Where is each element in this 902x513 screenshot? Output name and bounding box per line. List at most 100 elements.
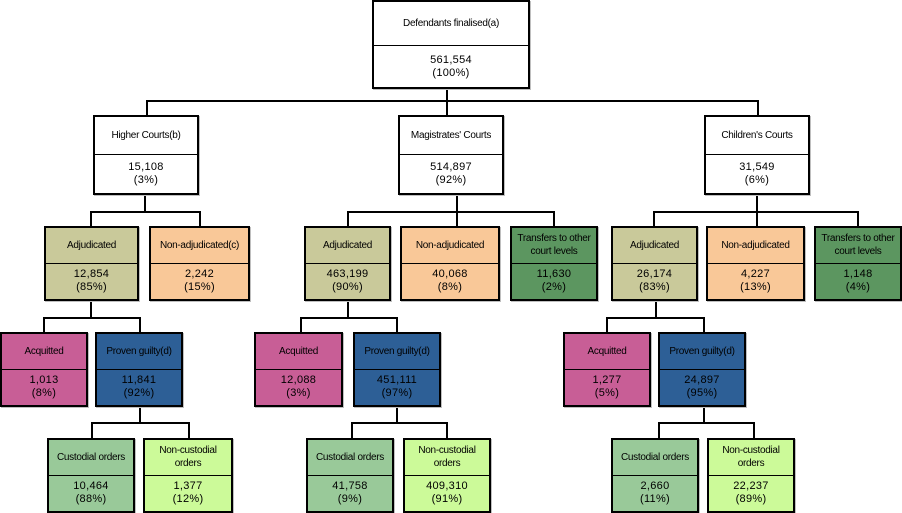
node-childrens-proven-guilty: Proven guilty(d) 24,897(95%) [658, 332, 746, 407]
connector [91, 422, 190, 424]
node-percent: (92%) [123, 387, 155, 400]
node-label: Adjudicated [306, 228, 389, 264]
node-percent: (9%) [337, 493, 363, 506]
node-percent: (92%) [435, 174, 467, 186]
node-percent: (100%) [432, 66, 470, 79]
connector [144, 194, 146, 212]
node-childrens-transfers: Transfers to other court levels 1,148(4%… [814, 226, 902, 301]
connector [446, 100, 448, 116]
connector [351, 422, 353, 439]
connector [90, 300, 92, 318]
node-childrens-courts: Children's Courts 31,549(6%) [704, 115, 810, 195]
node-label: Defendants finalised(a) [374, 2, 528, 47]
connector [653, 211, 655, 227]
connector [753, 422, 755, 439]
node-percent: (4%) [845, 281, 871, 294]
node-higher-acquitted: Acquitted 1,013(8%) [0, 332, 88, 407]
connector [857, 211, 859, 227]
node-higher-proven-guilty: Proven guilty(d) 11,841(92%) [95, 332, 183, 407]
node-label: Non-custodial orders [145, 440, 231, 476]
connector [347, 300, 349, 318]
connector [756, 211, 758, 227]
node-label: Acquitted [256, 334, 341, 370]
node-value: 22,237 [733, 480, 769, 493]
node-value: 409,310 [426, 480, 468, 493]
node-higher-non-adjudicated: Non-adjudicated(c) 2,242(15%) [149, 226, 250, 301]
node-percent: (15%) [184, 281, 215, 294]
connector [456, 194, 458, 212]
node-percent: (90%) [332, 281, 363, 294]
node-label: Transfers to other court levels [816, 228, 900, 264]
connector [553, 211, 555, 227]
node-label: Proven guilty(d) [97, 334, 181, 370]
node-label: Acquitted [565, 334, 649, 370]
node-higher-courts: Higher Courts(b) 15,108(3%) [93, 115, 199, 195]
node-percent: (8%) [437, 281, 463, 294]
node-value: 15,108 [128, 161, 164, 173]
node-label: Custodial orders [613, 440, 697, 476]
node-percent: (95%) [686, 387, 718, 400]
node-value: 41,758 [332, 480, 368, 493]
node-value: 1,277 [592, 374, 622, 387]
connector [139, 406, 141, 424]
node-childrens-non-custodial-orders: Non-custodial orders 22,237(89%) [707, 438, 795, 513]
root-node-defendants-finalised: Defendants finalised(a) 561,554(100%) [372, 0, 530, 89]
node-label: Non-custodial orders [405, 440, 489, 476]
node-value: 2,660 [640, 480, 670, 493]
node-label: Non-adjudicated [708, 228, 803, 264]
connector [91, 422, 93, 439]
connector [658, 422, 755, 424]
node-magistrates-non-custodial-orders: Non-custodial orders 409,310(91%) [403, 438, 491, 513]
node-value: 463,199 [326, 268, 369, 281]
node-value: 24,897 [684, 374, 720, 387]
node-magistrates-custodial-orders: Custodial orders 41,758(9%) [306, 438, 394, 513]
node-higher-adjudicated: Adjudicated 12,854(85%) [44, 226, 139, 301]
node-value: 12,854 [73, 268, 110, 281]
node-percent: (97%) [381, 387, 413, 400]
node-percent: (3%) [133, 174, 159, 186]
node-value: 10,464 [73, 480, 109, 493]
node-value: 4,227 [740, 268, 771, 281]
node-value: 514,897 [430, 161, 472, 173]
node-label: Non-custodial orders [709, 440, 793, 476]
node-label: Acquitted [2, 334, 86, 370]
node-value: 11,630 [536, 268, 572, 281]
connector [456, 211, 458, 227]
node-label: Non-adjudicated(c) [151, 228, 248, 264]
node-value: 1,013 [29, 374, 59, 387]
connector [43, 317, 141, 319]
connector [199, 211, 201, 227]
connector [90, 211, 201, 213]
connector [300, 317, 302, 333]
connector [606, 317, 705, 319]
node-magistrates-courts: Magistrates' Courts 514,897(92%) [398, 115, 504, 195]
connector [757, 100, 759, 116]
connector [606, 317, 608, 333]
node-percent: (13%) [740, 281, 771, 294]
node-value: 11,841 [121, 374, 157, 387]
node-value: 40,068 [432, 268, 468, 281]
connector [351, 422, 448, 424]
connector [703, 406, 705, 424]
node-higher-non-custodial-orders: Non-custodial orders 1,377(12%) [143, 438, 233, 513]
node-label: Children's Courts [706, 117, 808, 155]
connector [90, 211, 92, 227]
node-higher-custodial-orders: Custodial orders 10,464(88%) [47, 438, 135, 513]
connector [703, 317, 705, 333]
node-value: 2,242 [184, 268, 215, 281]
node-label: Custodial orders [49, 440, 133, 476]
node-magistrates-adjudicated: Adjudicated 463,199(90%) [304, 226, 391, 301]
node-label: Magistrates' Courts [400, 117, 502, 155]
node-percent: (2%) [541, 281, 567, 294]
connector [396, 317, 398, 333]
connector [139, 317, 141, 333]
node-value: 12,088 [280, 374, 317, 387]
node-magistrates-non-adjudicated: Non-adjudicated 40,068(8%) [400, 226, 500, 301]
node-label: Proven guilty(d) [660, 334, 744, 370]
node-value: 26,174 [636, 268, 673, 281]
node-childrens-adjudicated: Adjudicated 26,174(83%) [611, 226, 698, 301]
node-value: 1,148 [843, 268, 873, 281]
node-percent: (5%) [594, 387, 620, 400]
node-percent: (3%) [286, 387, 311, 400]
node-percent: (91%) [431, 493, 463, 506]
